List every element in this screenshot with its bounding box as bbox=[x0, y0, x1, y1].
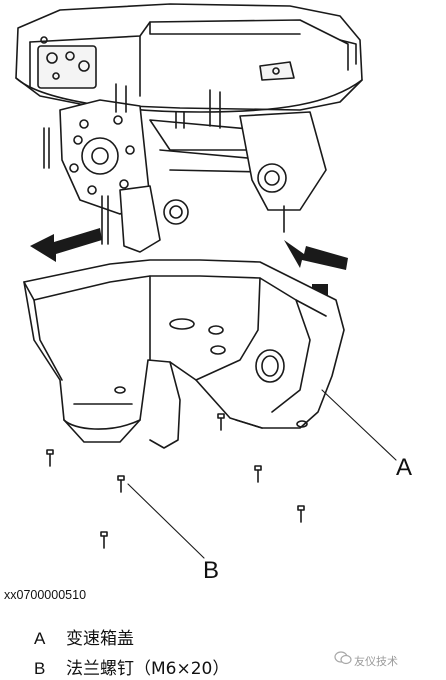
wechat-icon bbox=[334, 651, 352, 665]
callout-a: A bbox=[396, 454, 413, 481]
flange-screw bbox=[217, 413, 225, 431]
watermark-brand: 友仪技术 bbox=[354, 655, 398, 668]
legend-item-a: A 变速箱盖 bbox=[34, 624, 134, 649]
flange-screws bbox=[46, 413, 305, 549]
flange-screw bbox=[100, 531, 108, 549]
leader-line-a bbox=[321, 389, 397, 461]
flange-screw bbox=[297, 505, 305, 523]
legend-item-b: B 法兰螺钉（M6×20） bbox=[34, 654, 229, 679]
legend-text: 法兰螺钉（M6×20） bbox=[66, 659, 230, 679]
callout-b: B bbox=[203, 557, 220, 584]
flange-screw bbox=[46, 449, 54, 467]
leader-line-b bbox=[127, 483, 205, 559]
flange-screw bbox=[117, 475, 125, 493]
gearbox-cover bbox=[23, 259, 345, 449]
figure-code: xx0700000510 bbox=[4, 588, 87, 602]
upper-housing bbox=[15, 3, 363, 113]
legend-letter: B bbox=[34, 659, 46, 678]
legend-letter: A bbox=[34, 629, 46, 648]
gear-mechanism bbox=[43, 83, 327, 253]
legend-text: 变速箱盖 bbox=[66, 629, 134, 649]
assembly-diagram bbox=[15, 3, 397, 559]
flange-screw bbox=[254, 465, 262, 483]
